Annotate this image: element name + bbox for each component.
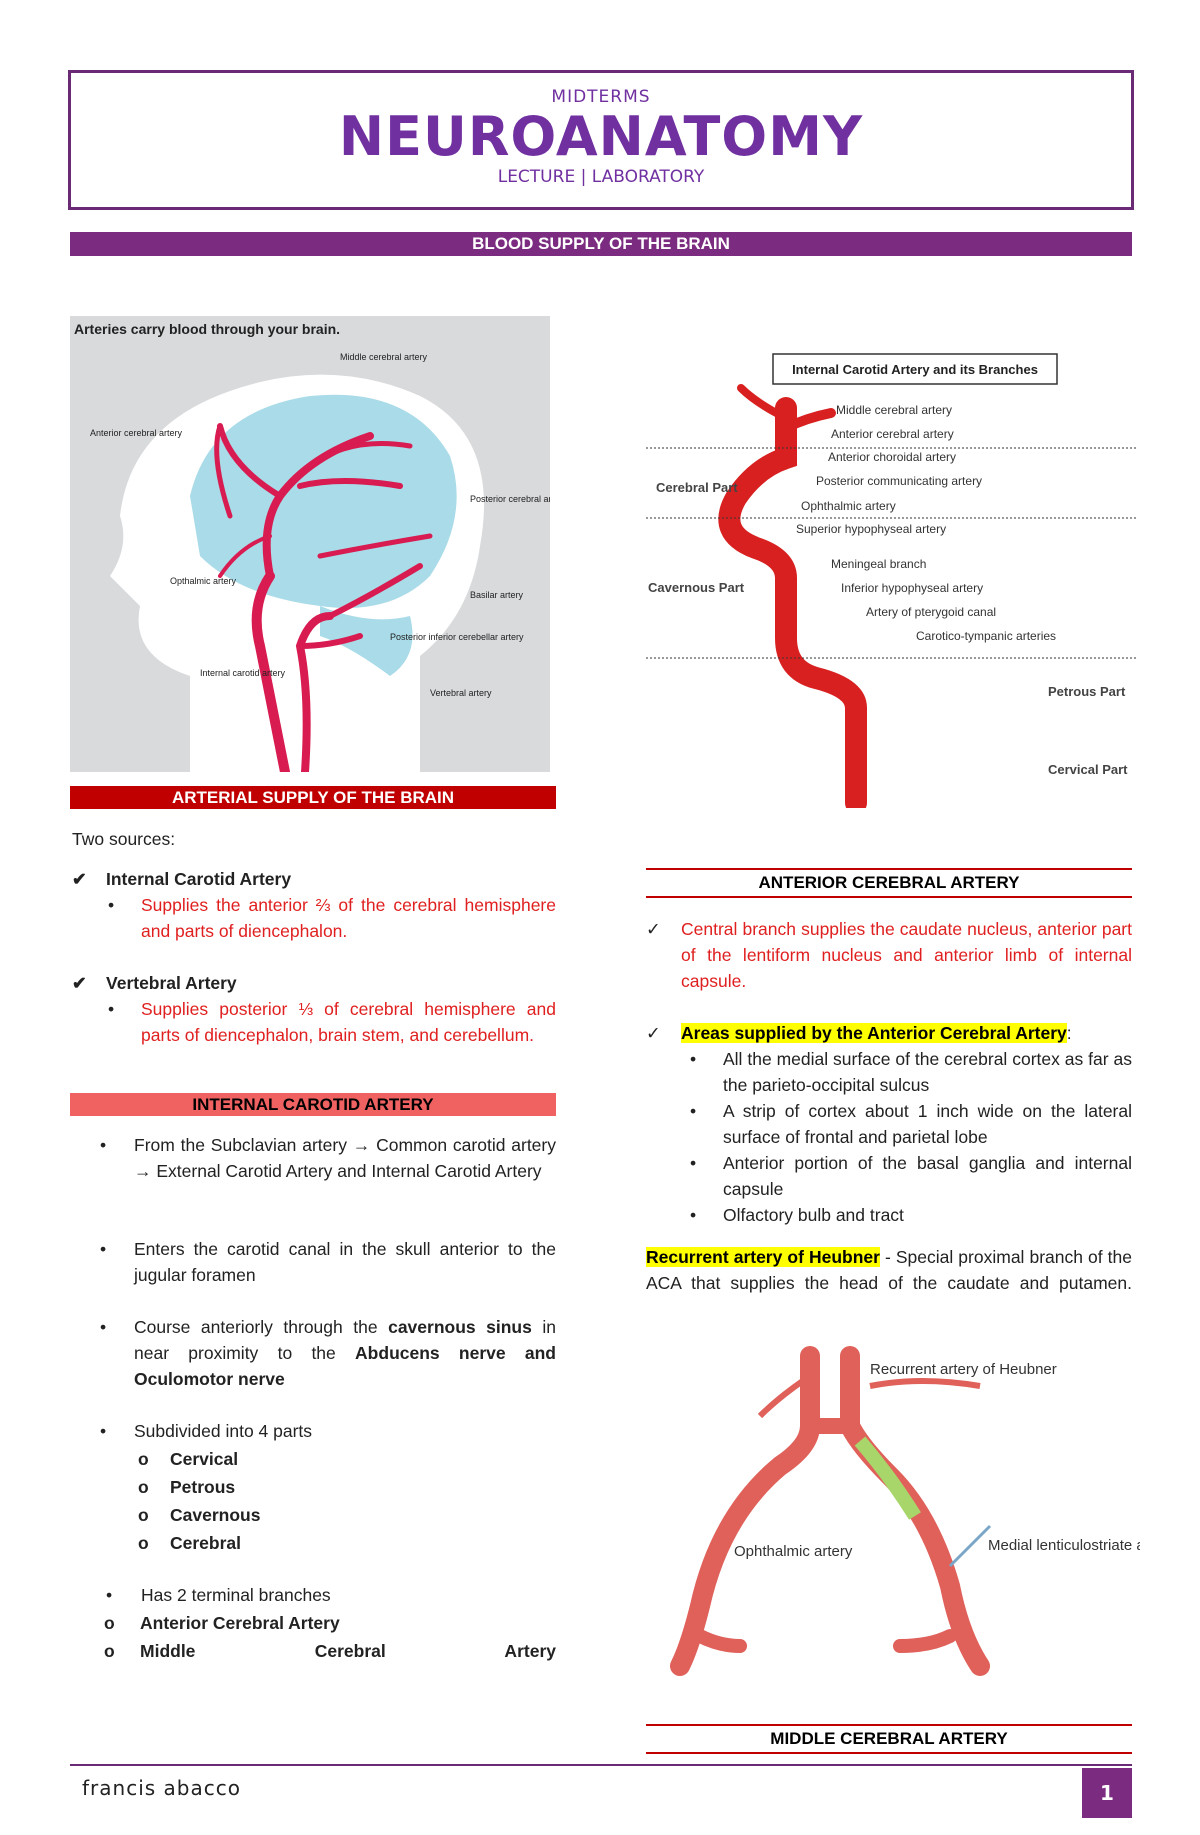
circle-bullet-icon: o — [138, 1449, 149, 1469]
lecture-laboratory-label: LECTURE | LABORATORY — [497, 167, 705, 187]
branch-anterior-choroidal: Anterior choroidal artery — [828, 450, 956, 464]
part-cerebral-item: Cerebral — [170, 1533, 242, 1553]
document-title: NEUROANATOMY — [338, 105, 864, 168]
circle-bullet-icon: o — [138, 1533, 149, 1553]
bullet-icon: • — [100, 1317, 107, 1337]
vertebral-source-desc: Supplies posterior ⅓ of cerebral hemisph… — [141, 999, 556, 1045]
ica-source-title: Internal Carotid Artery — [106, 869, 292, 889]
circle-bullet-icon: o — [138, 1505, 149, 1525]
label-opthalmic: Opthalmic artery — [170, 576, 237, 586]
section-bar-blood-supply: BLOOD SUPPLY OF THE BRAIN — [70, 232, 1132, 256]
branch-carotico-tympanic: Carotico-tympanic arteries — [916, 629, 1056, 643]
branch-meningeal: Meningeal branch — [831, 557, 926, 571]
branch-superior-hypophyseal: Superior hypophyseal artery — [796, 522, 946, 536]
ica-bullet-parts: Subdivided into 4 parts — [134, 1421, 313, 1441]
bullet-icon: • — [100, 1421, 107, 1441]
branch-pterygoid-canal: Artery of pterygoid canal — [866, 605, 996, 619]
branch-inferior-hypophyseal: Inferior hypophyseal artery — [841, 581, 983, 595]
check-icon: ✓ — [646, 1023, 661, 1043]
ica-source-desc: Supplies the anterior ⅔ of the cerebral … — [141, 895, 556, 941]
terminal-mca-item: Middle Cerebral Artery — [140, 1641, 556, 1661]
bullet-icon: • — [690, 1101, 697, 1121]
circle-bullet-icon: o — [104, 1613, 115, 1633]
bullet-icon: • — [100, 1135, 107, 1155]
ica-bullet-course: Course anteriorly through the cavernous … — [134, 1317, 556, 1389]
footer-divider — [70, 1764, 1132, 1766]
bullet-icon: • — [108, 895, 115, 915]
part-petrous-item: Petrous — [170, 1477, 236, 1497]
part-cervical-item: Cervical — [170, 1449, 239, 1469]
arterial-supply-heading: ARTERIAL SUPPLY OF THE BRAIN — [70, 786, 556, 809]
ica-bullet-origin: From the Subclavian artery → Common caro… — [134, 1135, 556, 1181]
part-cerebral: Cerebral Part — [656, 480, 738, 495]
branch-posterior-communicating: Posterior communicating artery — [816, 474, 982, 488]
bullet-icon: • — [690, 1153, 697, 1173]
part-cervical: Cervical Part — [1048, 762, 1128, 777]
aca-heading: ANTERIOR CEREBRAL ARTERY — [646, 868, 1132, 898]
part-cavernous-item: Cavernous — [170, 1505, 261, 1525]
circle-bullet-icon: o — [104, 1641, 115, 1661]
aca-central-branch: Central branch supplies the caudate nucl… — [681, 919, 1132, 991]
label-pica: Posterior inferior cerebellar artery — [390, 632, 524, 642]
aca-area-item: Anterior portion of the basal ganglia an… — [723, 1153, 1132, 1199]
mca-heading: MIDDLE CEREBRAL ARTERY — [646, 1724, 1132, 1754]
aca-area-item: Olfactory bulb and tract — [723, 1205, 904, 1225]
heubner-paragraph: Recurrent artery of Heubner - Special pr… — [646, 1247, 1132, 1293]
heubner-figure: Recurrent artery of Heubner Ophthalmic a… — [670, 1346, 1140, 1676]
aca-area-item: All the medial surface of the cerebral c… — [723, 1049, 1132, 1095]
part-petrous: Petrous Part — [1048, 684, 1126, 699]
label-basilar: Basilar artery — [470, 590, 524, 600]
label-ophthalmic: Ophthalmic artery — [734, 1543, 853, 1560]
label-heubner: Recurrent artery of Heubner — [870, 1361, 1057, 1378]
aca-areas-title: Areas supplied by the Anterior Cerebral … — [681, 1023, 1072, 1043]
brain-arteries-figure: Arteries carry blood through your brain.… — [70, 316, 550, 772]
bullet-icon: • — [100, 1239, 107, 1259]
branch-anterior-cerebral: Anterior cerebral artery — [831, 427, 954, 441]
footer-author: francis abacco — [82, 1776, 241, 1800]
label-middle-cerebral: Middle cerebral artery — [340, 352, 428, 362]
branch-middle-cerebral: Middle cerebral artery — [836, 403, 952, 417]
bullet-icon: • — [690, 1205, 697, 1225]
part-cavernous: Cavernous Part — [648, 580, 745, 595]
bullet-icon: • — [106, 1585, 113, 1605]
circle-bullet-icon: o — [138, 1477, 149, 1497]
terminal-aca-item: Anterior Cerebral Artery — [140, 1613, 340, 1633]
check-icon: ✔ — [72, 973, 87, 993]
ica-heading: INTERNAL CAROTID ARTERY — [70, 1093, 556, 1116]
ica-bullet-carotid-canal: Enters the carotid canal in the skull an… — [134, 1239, 556, 1285]
aca-area-item: A strip of cortex about 1 inch wide on t… — [723, 1101, 1132, 1147]
title-box: MIDTERMS NEUROANATOMY LECTURE | LABORATO… — [68, 70, 1134, 210]
check-icon: ✓ — [646, 919, 661, 939]
label-posterior-cerebral: Posterior cerebral artery — [470, 494, 550, 504]
label-vertebral: Vertebral artery — [430, 688, 492, 698]
bullet-icon: • — [690, 1049, 697, 1069]
label-medial-lenticulostriate: Medial lenticulostriate arteries — [988, 1537, 1140, 1554]
page-number: 1 — [1082, 1768, 1132, 1818]
midterms-label: MIDTERMS — [551, 87, 651, 107]
bullet-icon: • — [108, 999, 115, 1019]
branch-ophthalmic: Ophthalmic artery — [801, 499, 896, 513]
ica-branches-figure: Internal Carotid Artery and its Branches… — [646, 353, 1136, 808]
two-sources-text: Two sources: — [72, 829, 176, 849]
figure1-caption: Arteries carry blood through your brain. — [74, 321, 340, 337]
label-anterior-cerebral: Anterior cerebral artery — [90, 428, 183, 438]
ica-bullet-terminal: Has 2 terminal branches — [141, 1585, 331, 1605]
check-icon: ✔ — [72, 869, 87, 889]
vertebral-source-title: Vertebral Artery — [106, 973, 237, 993]
figure2-title: Internal Carotid Artery and its Branches — [792, 362, 1038, 377]
label-internal-carotid: Internal carotid artery — [200, 668, 286, 678]
